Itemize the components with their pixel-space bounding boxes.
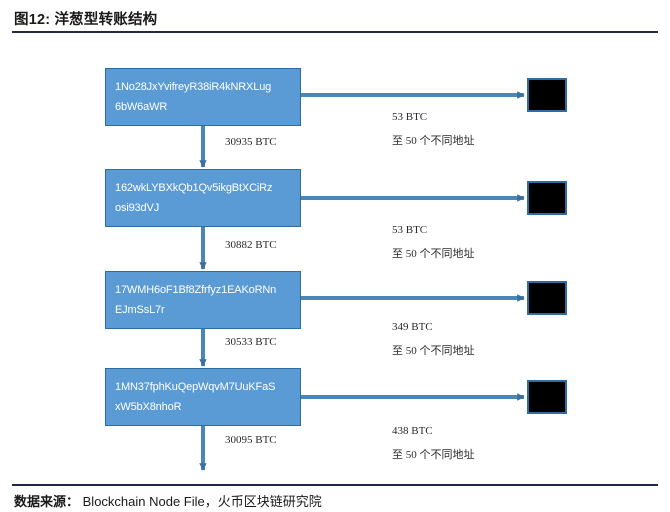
address-line-2b: osi93dVJ [115, 202, 160, 214]
address-line-1b: 6bW6aWR [115, 101, 168, 113]
address-node-3[interactable]: 17WMH6oF1Bf8Zfrfyz1EAKoRNn EJmSsL7r [105, 271, 301, 329]
address-node-2[interactable]: 162wkLYBXkQb1Qv5ikgBtXCiRz osi93dVJ [105, 169, 301, 227]
address-line-3a: 17WMH6oF1Bf8Zfrfyz1EAKoRNn [115, 284, 277, 296]
source-label: 数据来源： [14, 494, 80, 509]
branch-amount-4: 438 BTC [392, 425, 433, 437]
address-line-4a: 1MN37fphKuQepWqvM7UuKFaS [115, 381, 276, 393]
figure-source: 数据来源： Blockchain Node File，火币区块链研究院 [14, 491, 322, 510]
address-node-4[interactable]: 1MN37fphKuQepWqvM7UuKFaS xW5bX8nhoR [105, 368, 301, 426]
footer-rule [12, 484, 658, 486]
terminal-node-4 [527, 380, 567, 414]
branch-target-2: 至 50 个不同地址 [392, 248, 475, 260]
address-line-2a: 162wkLYBXkQb1Qv5ikgBtXCiRz [115, 182, 273, 194]
address-line-1a: 1No28JxYvifreyR38iR4kNRXLug [115, 81, 272, 93]
chain-label-2: 30882 BTC [225, 239, 277, 251]
branch-amount-2: 53 BTC [392, 224, 428, 236]
branch-target-1: 至 50 个不同地址 [392, 135, 475, 147]
branch-label-4: 438 BTC 至 50 个不同地址 [392, 425, 475, 471]
terminal-node-2 [527, 181, 567, 215]
branch-amount-3: 349 BTC [392, 321, 433, 333]
address-line-3b: EJmSsL7r [115, 304, 165, 316]
address-line-4b: xW5bX8nhoR [115, 401, 182, 413]
source-text: Blockchain Node File，火币区块链研究院 [82, 494, 322, 509]
terminal-node-3 [527, 281, 567, 315]
address-node-1[interactable]: 1No28JxYvifreyR38iR4kNRXLug 6bW6aWR [105, 68, 301, 126]
terminal-node-1 [527, 78, 567, 112]
branch-label-1: 53 BTC 至 50 个不同地址 [392, 111, 475, 157]
branch-target-4: 至 50 个不同地址 [392, 449, 475, 461]
figure-header: 图12: 洋葱型转账结构 [0, 0, 670, 40]
figure-title: 图12: 洋葱型转账结构 [14, 12, 158, 28]
chain-label-1: 30935 BTC [225, 136, 277, 148]
diagram-canvas: 1No28JxYvifreyR38iR4kNRXLug 6bW6aWR 162w… [0, 40, 670, 484]
branch-amount-1: 53 BTC [392, 111, 428, 123]
branch-label-2: 53 BTC 至 50 个不同地址 [392, 224, 475, 270]
branch-label-3: 349 BTC 至 50 个不同地址 [392, 321, 475, 367]
branch-target-3: 至 50 个不同地址 [392, 345, 475, 357]
chain-label-3: 30533 BTC [225, 336, 277, 348]
header-rule [12, 31, 658, 33]
chain-label-4: 30095 BTC [225, 434, 277, 446]
connector-layer [199, 91, 525, 471]
